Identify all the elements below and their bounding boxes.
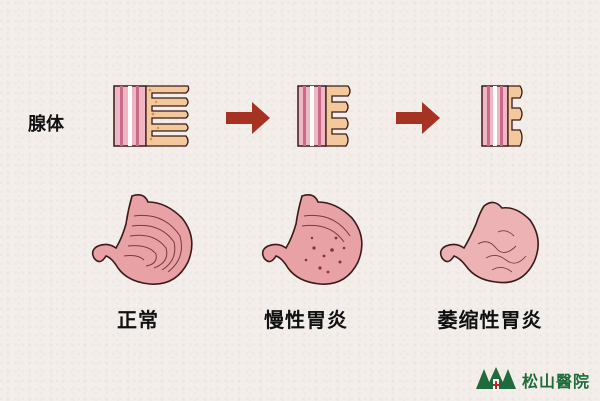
gland-atrophic-illustration (481, 85, 523, 147)
stomach-atrophic-illustration (439, 201, 539, 284)
pine-trees-cross-icon (475, 367, 516, 391)
gland-chronic-illustration (297, 85, 351, 147)
stomach-chronic-illustration (261, 194, 363, 285)
stage-caption-atrophic: 萎缩性胃炎 (437, 308, 543, 332)
hospital-name: 松山醫院 (521, 372, 590, 391)
gland-row-label: 腺体 (28, 114, 64, 135)
stage-caption-chronic: 慢性胃炎 (264, 308, 348, 332)
hospital-logo: 松山醫院 (474, 367, 590, 393)
arrow-right-icon (226, 102, 270, 134)
stage-caption-normal: 正常 (117, 308, 159, 332)
stomach-normal-illustration (91, 194, 193, 285)
gland-normal-illustration (113, 85, 190, 147)
arrow-right-icon (396, 102, 440, 134)
